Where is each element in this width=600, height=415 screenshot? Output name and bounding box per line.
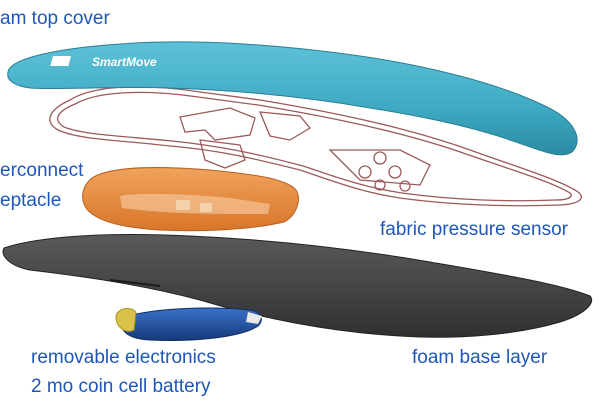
logo-brand-text: SmartMove — [92, 55, 157, 69]
label-electronics-line1: removable electronics — [31, 347, 216, 368]
label-interconnect-line1: erconnect — [0, 160, 84, 181]
interconnect-receptacle — [82, 167, 299, 232]
label-fabric-pressure-sensor: fabric pressure sensor — [380, 219, 568, 240]
label-foam-base-layer: foam base layer — [412, 347, 548, 368]
fabric-pressure-sensor — [49, 86, 583, 207]
label-foam-top-cover: am top cover — [0, 8, 110, 29]
foam-top-cover: SmartMove — [7, 41, 578, 156]
removable-electronics — [115, 307, 262, 341]
label-interconnect-line2: eptacle — [0, 190, 62, 211]
label-electronics-line2: 2 mo coin cell battery — [31, 376, 211, 397]
foam-base-layer — [2, 234, 592, 338]
smartmove-logo: SmartMove — [50, 55, 157, 69]
